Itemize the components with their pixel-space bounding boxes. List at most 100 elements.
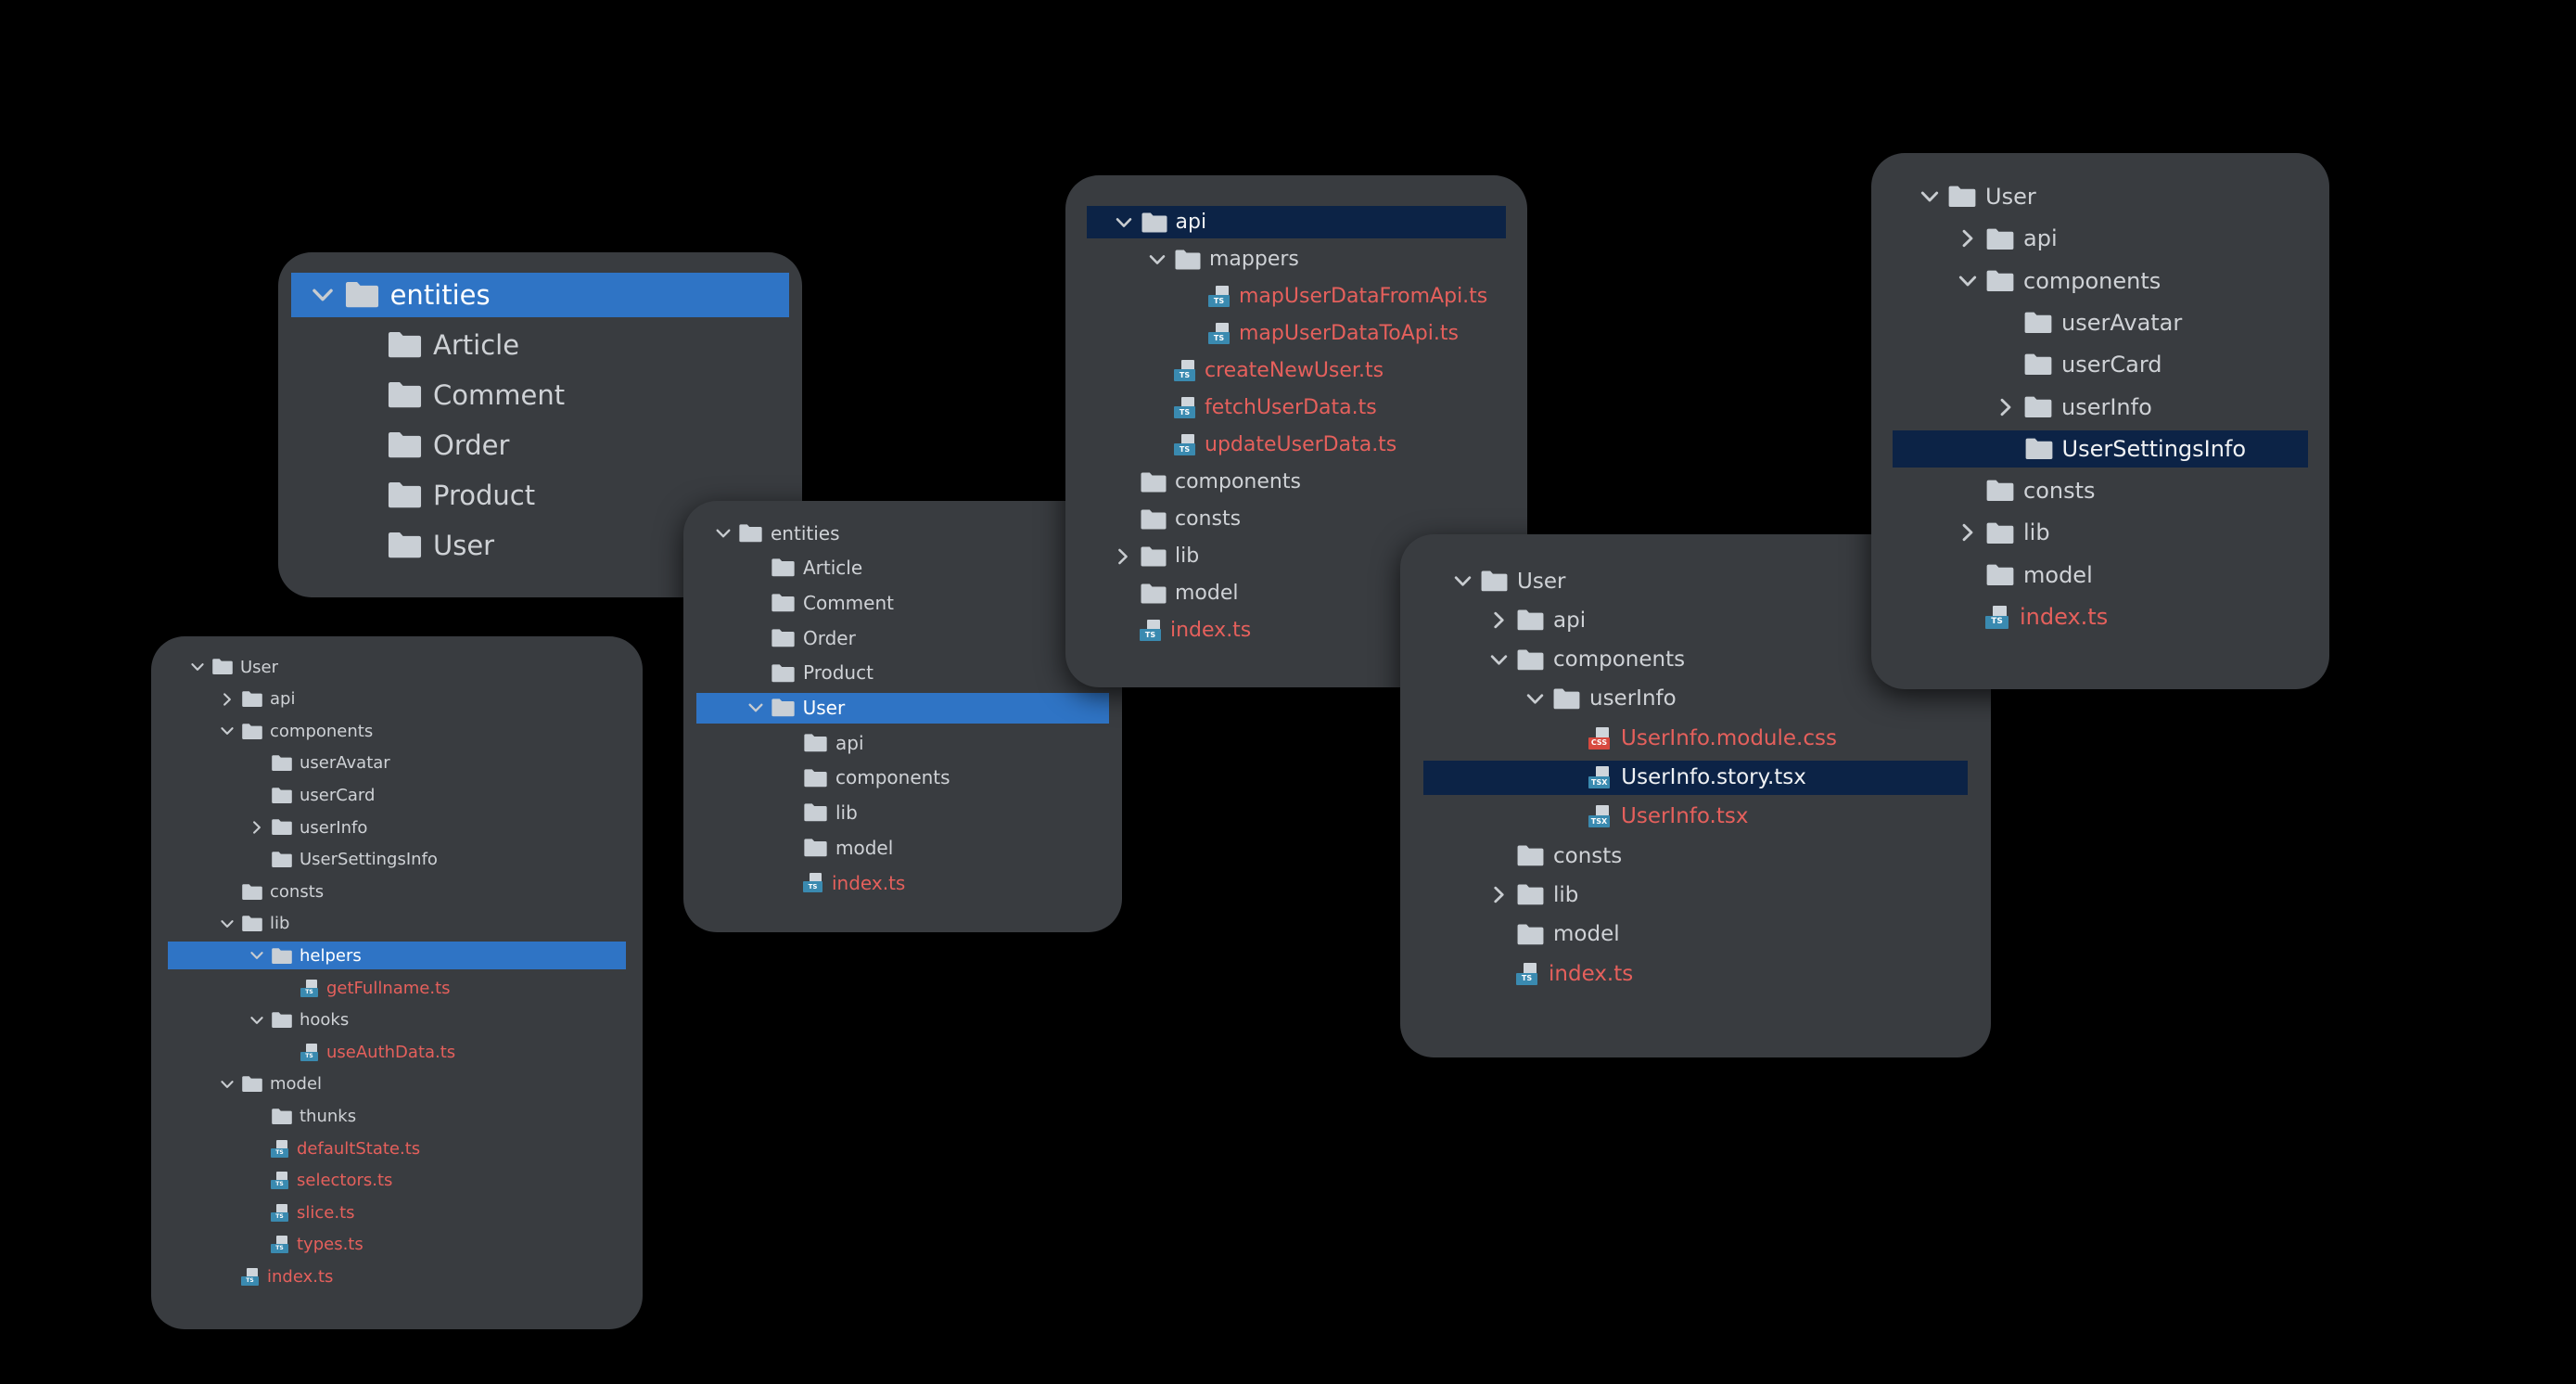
chevron-down-icon[interactable] — [1113, 213, 1135, 232]
chevron-right-icon[interactable] — [1994, 397, 2018, 417]
chevron-right-icon[interactable] — [1487, 885, 1511, 904]
tree-row-components[interactable]: components — [1871, 263, 2329, 300]
tree-row-api[interactable]: api — [683, 727, 1122, 758]
tree-row-consts[interactable]: consts — [1065, 503, 1527, 535]
tree-row-user[interactable]: User — [151, 653, 643, 681]
chevron-down-icon[interactable] — [1956, 271, 1980, 291]
tree-row-label: slice.ts — [297, 1202, 355, 1223]
tree-row-label: consts — [270, 881, 325, 902]
chevron-down-icon[interactable] — [1524, 689, 1547, 709]
tree-row-components[interactable]: components — [1400, 643, 1991, 677]
tree-row-usersettingsinfo[interactable]: UserSettingsInfo — [1893, 429, 2308, 468]
tree-row-lib[interactable]: lib — [151, 910, 643, 938]
tree-row-usersettingsinfo[interactable]: UserSettingsInfo — [151, 846, 643, 874]
chevron-down-icon[interactable] — [713, 525, 733, 542]
tree-row-api[interactable]: api — [1400, 603, 1991, 637]
tree-row-components[interactable]: components — [1065, 466, 1527, 498]
tree-row-helpers[interactable]: helpers — [168, 942, 626, 970]
tree-row-order[interactable]: Order — [278, 423, 802, 468]
folder-icon — [2024, 437, 2054, 461]
chevron-down-icon[interactable] — [248, 1013, 266, 1028]
tree-row-components[interactable]: components — [683, 762, 1122, 793]
chevron-down-icon[interactable] — [1146, 250, 1168, 269]
tree-row-lib[interactable]: lib — [683, 798, 1122, 828]
tree-row-userinfo[interactable]: userInfo — [151, 814, 643, 841]
tree-row-comment[interactable]: Comment — [278, 373, 802, 417]
tree-row-hooks[interactable]: hooks — [151, 1006, 643, 1034]
tree-row-lib[interactable]: lib — [1871, 514, 2329, 551]
tree-row-comment[interactable]: Comment — [683, 587, 1122, 618]
tree-row-user[interactable]: User — [696, 692, 1109, 724]
tree-row-api[interactable]: api — [1087, 206, 1506, 238]
tree-row-components[interactable]: components — [151, 717, 643, 745]
tree-row-consts[interactable]: consts — [1871, 472, 2329, 509]
tree-row-model[interactable]: model — [1400, 917, 1991, 952]
tree-row-model[interactable]: model — [1065, 577, 1527, 609]
chevron-down-icon[interactable] — [308, 283, 338, 307]
tree-row-lib[interactable]: lib — [1400, 878, 1991, 912]
chevron-down-icon[interactable] — [746, 699, 766, 716]
tree-row-api[interactable]: api — [151, 686, 643, 713]
ts-file-icon: TS — [803, 873, 824, 892]
chevron-down-icon[interactable] — [1487, 650, 1511, 670]
tree-row-product[interactable]: Product — [683, 658, 1122, 688]
chevron-down-icon[interactable] — [248, 948, 266, 963]
tree-row-product[interactable]: Product — [278, 473, 802, 518]
chevron-down-icon[interactable] — [218, 1077, 236, 1092]
tree-row-label: index.ts — [1549, 961, 1634, 986]
chevron-down-icon[interactable] — [218, 724, 236, 738]
tree-row-consts[interactable]: consts — [151, 878, 643, 905]
tree-row-model[interactable]: model — [151, 1070, 643, 1098]
tree-row-thunks[interactable]: thunks — [151, 1102, 643, 1130]
chevron-right-icon[interactable] — [1487, 610, 1511, 630]
tree-row-mappers[interactable]: mappers — [1065, 243, 1527, 276]
chevron-right-icon[interactable] — [218, 692, 236, 707]
tree-row-user[interactable]: User — [278, 523, 802, 568]
tree-row-order[interactable]: Order — [683, 622, 1122, 653]
chevron-down-icon[interactable] — [1451, 571, 1474, 591]
chevron-down-icon[interactable] — [218, 916, 236, 931]
tree-row-article[interactable]: Article — [278, 323, 802, 367]
tree-row-api[interactable]: api — [1871, 220, 2329, 257]
tree-row-lib[interactable]: lib — [1065, 540, 1527, 572]
tree-row-entities[interactable]: entities — [683, 518, 1122, 548]
tree-row-userinfo[interactable]: userInfo — [1871, 389, 2329, 426]
chevron-right-icon[interactable] — [248, 820, 266, 835]
tree-row-article[interactable]: Article — [683, 553, 1122, 583]
tree-row-userinfo[interactable]: userInfo — [1400, 682, 1991, 716]
tree-row-usercard[interactable]: userCard — [1871, 346, 2329, 383]
tree-row-model[interactable]: model — [683, 832, 1122, 863]
chevron-right-icon[interactable] — [1956, 522, 1980, 543]
chevron-down-icon[interactable] — [188, 660, 207, 674]
tree-row-user[interactable]: User — [1400, 564, 1991, 598]
tree-row-entities[interactable]: entities — [291, 273, 789, 317]
chevron-down-icon[interactable] — [1918, 186, 1942, 207]
chevron-right-icon[interactable] — [1112, 547, 1134, 566]
tree-row-consts[interactable]: consts — [1400, 839, 1991, 873]
tree-row-usercard[interactable]: userCard — [151, 781, 643, 809]
chevron-right-icon[interactable] — [1956, 228, 1980, 249]
tree-row-user[interactable]: User — [1871, 178, 2329, 215]
tree-row-useravatar[interactable]: userAvatar — [1871, 304, 2329, 341]
tree-row-model[interactable]: model — [1871, 557, 2329, 594]
tree-row-useravatar[interactable]: userAvatar — [151, 750, 643, 777]
